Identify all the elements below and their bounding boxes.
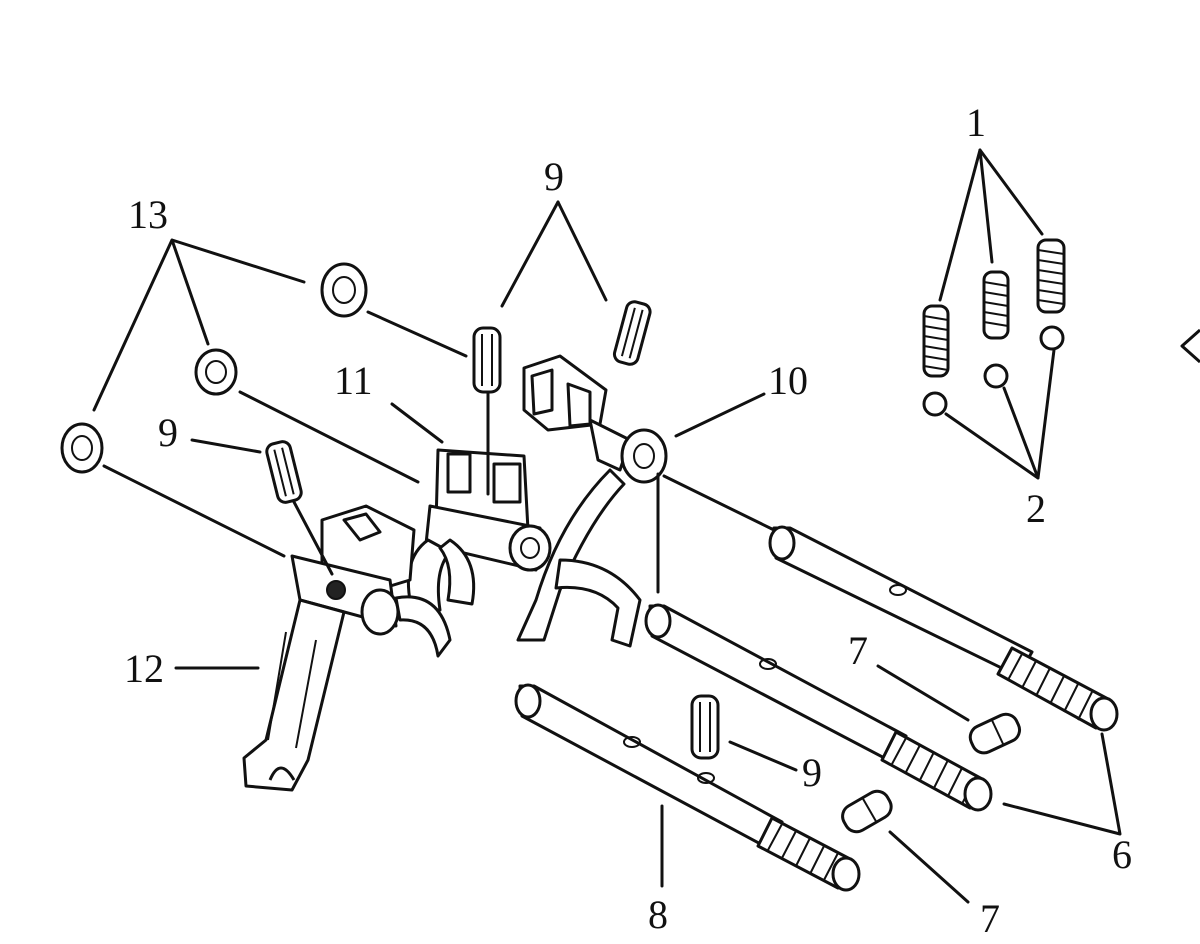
callout-1: 1: [966, 100, 986, 145]
shift-rod-8: [514, 683, 861, 892]
ball-2b: [983, 363, 1009, 389]
spring-1a: [922, 304, 950, 378]
spring-1c: [1036, 238, 1066, 314]
callout-6: 6: [1112, 832, 1132, 877]
pin-9-left: [265, 440, 303, 504]
detent-7-upper: [968, 712, 1022, 755]
callout-12: 12: [124, 646, 164, 691]
callout-7-upper: 7: [848, 628, 868, 673]
ball-2a: [922, 391, 948, 417]
pin-9-right: [612, 300, 652, 366]
plug-13c: [60, 422, 104, 474]
callout-10: 10: [768, 358, 808, 403]
callout-13: 13: [128, 192, 168, 237]
pin-9-lower: [690, 694, 720, 760]
callout-9-top: 9: [544, 154, 564, 199]
callout-11: 11: [334, 358, 373, 403]
fork-11: [406, 448, 552, 612]
callout-9-lower: 9: [802, 750, 822, 795]
callout-9-left: 9: [158, 410, 178, 455]
leader-lines: [92, 148, 1122, 904]
callout-8: 8: [648, 892, 668, 937]
plug-13b: [194, 348, 238, 396]
shift-rod-6-upper: [768, 525, 1119, 732]
fork-10: [516, 354, 668, 648]
ball-2c: [1039, 325, 1065, 351]
edge-fragment: [1180, 328, 1200, 364]
callout-7-lower: 7: [980, 896, 1000, 941]
pin-9-top: [472, 326, 502, 394]
spring-1b: [982, 270, 1010, 340]
plug-13a: [320, 262, 368, 318]
callout-2: 2: [1026, 486, 1046, 531]
fork-12: [242, 504, 452, 792]
detent-7-lower: [841, 789, 893, 834]
shift-rod-6-lower: [644, 603, 993, 812]
